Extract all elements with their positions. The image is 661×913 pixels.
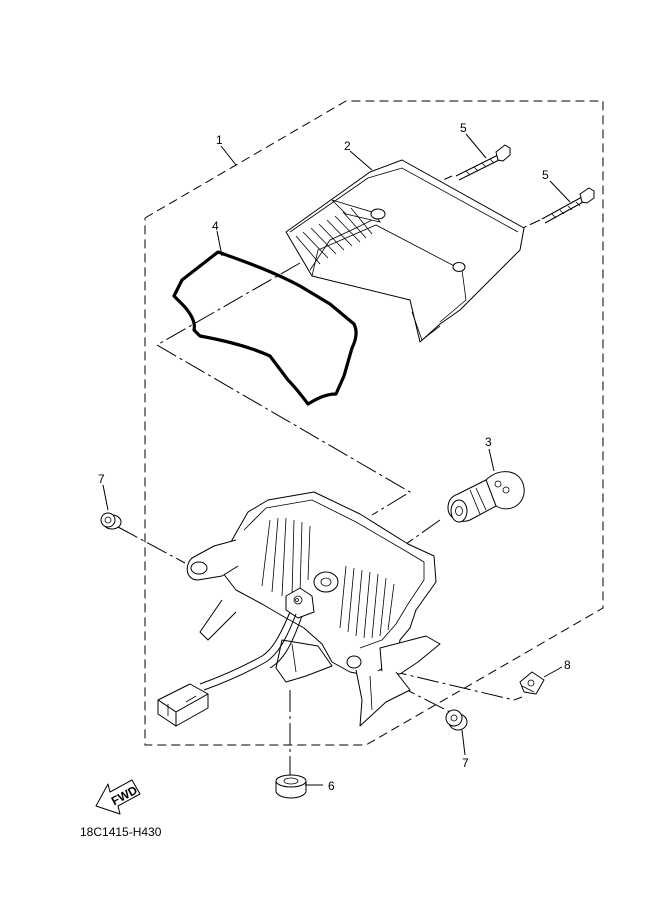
callouts: 1 2 3 4 5 5 6 7 7 8: [98, 121, 571, 793]
callout-5-upper: 5: [460, 121, 467, 135]
housing: [186, 491, 441, 727]
assembly-boundary: [144, 100, 604, 746]
callout-7-right: 7: [462, 756, 469, 770]
callout-8: 8: [564, 658, 571, 672]
wiring-harness: [157, 611, 303, 727]
callout-3: 3: [485, 435, 492, 449]
callout-7-left: 7: [98, 472, 105, 486]
callout-5-lower: 5: [542, 168, 549, 182]
screw-upper: [455, 144, 511, 181]
housing-reflector-ribs: [261, 517, 395, 639]
leader-lines: [102, 133, 571, 786]
grommet-left: [100, 512, 122, 530]
lens: [285, 159, 525, 343]
drawing-code: 18C1415-H430: [80, 825, 162, 839]
grommet-right: [445, 709, 468, 731]
callout-2: 2: [344, 139, 351, 153]
callout-6: 6: [328, 779, 335, 793]
fwd-arrow: FWD: [95, 779, 141, 815]
damper: [275, 774, 307, 799]
lens-ribs: [295, 207, 373, 265]
callout-4: 4: [212, 219, 219, 233]
clip-nut: [519, 671, 545, 695]
screw-lower: [541, 187, 595, 224]
bulb: [447, 471, 525, 523]
callout-1: 1: [216, 133, 223, 147]
gasket: [172, 250, 358, 406]
